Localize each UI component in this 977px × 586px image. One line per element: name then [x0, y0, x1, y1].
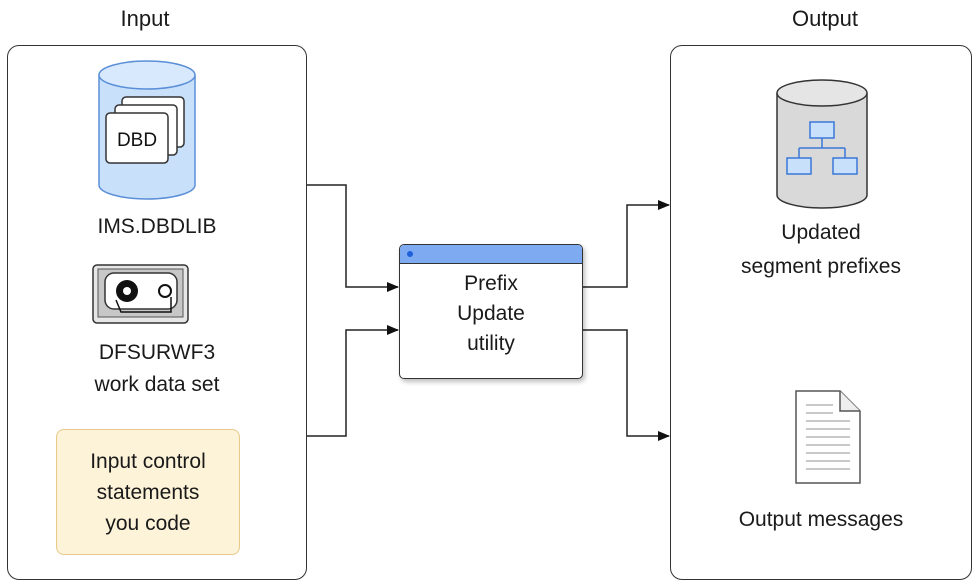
output-heading: Output — [791, 6, 859, 31]
control-statements-line3: you code — [105, 511, 191, 535]
control-statements-line2: statements — [96, 480, 200, 504]
connector-output-upper — [582, 200, 670, 288]
prefix-update-utility-window: Prefix Update utility — [399, 244, 583, 379]
window-dot-icon — [407, 251, 413, 257]
work-data-set-caption-line2: work data set — [94, 373, 220, 396]
input-heading: Input — [120, 6, 170, 31]
utility-line3: utility — [467, 332, 515, 355]
control-statements-note: Input control statements you code — [56, 429, 240, 555]
work-data-set-caption-line1: DFSURWF3 — [98, 341, 216, 364]
dbd-label: DBD — [117, 130, 157, 151]
connector-output-lower — [582, 329, 670, 441]
control-statements-line1: Input control — [90, 449, 206, 473]
document-icon — [795, 390, 861, 484]
updated-database-cylinder-icon — [776, 79, 868, 209]
tape-icon — [92, 264, 189, 324]
connector-input-upper — [306, 184, 399, 292]
window-title-bar — [400, 245, 582, 264]
dbdlib-caption: IMS.DBDLIB — [97, 215, 217, 238]
output-messages-caption: Output messages — [738, 508, 904, 531]
utility-line1: Prefix — [464, 272, 518, 295]
utility-line2: Update — [457, 302, 525, 325]
updated-database-caption-line2: segment prefixes — [741, 255, 901, 278]
updated-database-caption-line1: Updated — [781, 221, 861, 244]
dbdlib-cylinder-icon: DBD — [98, 60, 196, 200]
connector-input-lower — [306, 325, 399, 437]
